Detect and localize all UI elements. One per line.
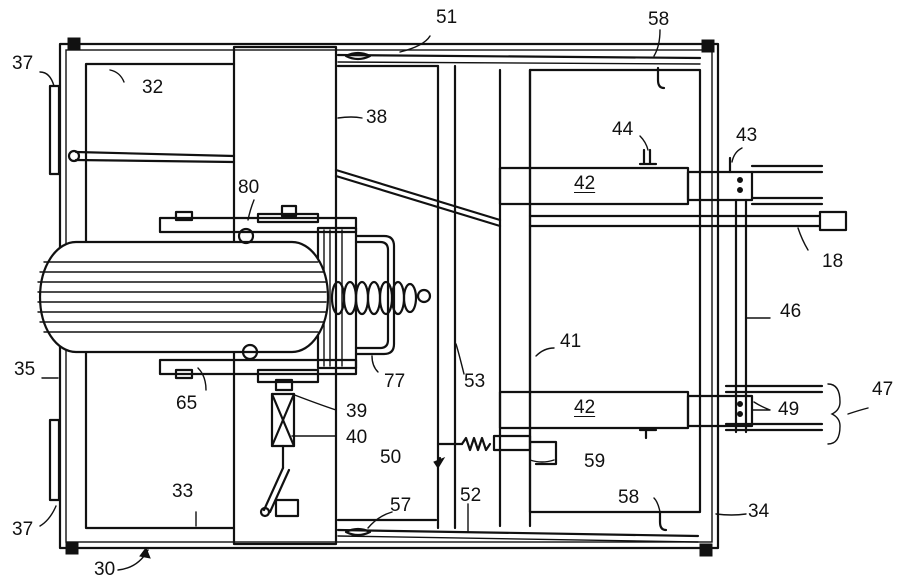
vertical-rod-46 <box>736 200 746 432</box>
label-77: 77 <box>384 372 405 391</box>
diagonal-cable <box>336 170 500 226</box>
label-43: 43 <box>736 126 757 145</box>
label-58-bottom: 58 <box>618 488 639 507</box>
label-51: 51 <box>436 8 457 27</box>
label-38: 38 <box>366 108 387 127</box>
arm-42-lower <box>500 386 822 430</box>
label-37-top: 37 <box>12 54 33 73</box>
motor-assembly <box>38 206 394 390</box>
label-65: 65 <box>176 394 197 413</box>
label-80: 80 <box>238 178 259 197</box>
label-59: 59 <box>584 452 605 471</box>
label-32: 32 <box>142 78 163 97</box>
label-52: 52 <box>460 486 481 505</box>
label-42-lower: 42 <box>574 398 595 417</box>
vertical-members <box>438 66 530 528</box>
label-30: 30 <box>94 560 115 579</box>
label-47: 47 <box>872 380 893 399</box>
top-bar-51 <box>338 53 700 64</box>
label-37-bottom: 37 <box>12 520 33 539</box>
label-18: 18 <box>822 252 843 271</box>
label-34: 34 <box>748 502 769 521</box>
label-46: 46 <box>780 302 801 321</box>
actuator-39-40 <box>261 394 298 516</box>
hooks <box>640 68 666 530</box>
label-58-top: 58 <box>648 10 669 29</box>
coil-spring <box>332 282 430 314</box>
bottom-bar-52 <box>338 529 698 542</box>
label-42-upper: 42 <box>574 174 595 193</box>
label-50: 50 <box>380 448 401 467</box>
label-39: 39 <box>346 402 367 421</box>
label-53: 53 <box>464 372 485 391</box>
rod-18 <box>530 212 846 230</box>
label-33: 33 <box>172 482 193 501</box>
label-40: 40 <box>346 428 367 447</box>
label-49: 49 <box>778 400 799 419</box>
label-44: 44 <box>612 120 633 139</box>
label-35: 35 <box>14 360 35 379</box>
label-41: 41 <box>560 332 581 351</box>
arm-42-upper <box>500 158 822 204</box>
left-rod <box>69 151 234 162</box>
label-57: 57 <box>390 496 411 515</box>
